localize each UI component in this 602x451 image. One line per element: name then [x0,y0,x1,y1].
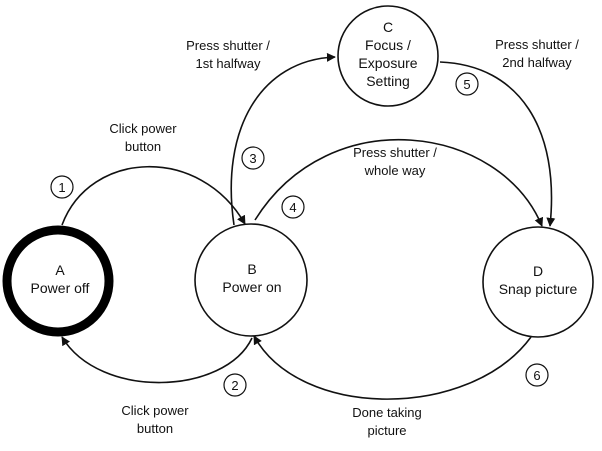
transition-2-label-line-1: Click power [121,403,189,418]
transition-5-label-line-2: 2nd halfway [502,55,572,70]
transition-3-label-line-1: Press shutter / [186,38,270,53]
state-d-circle [482,226,594,338]
step-badge-1-number: 1 [58,180,65,195]
state-c-line-1: Focus / [365,37,411,53]
step-badge-1-circle [50,175,74,199]
state-b-name: Power on [222,279,281,295]
step-badge-6: 6 [525,363,549,387]
step-badge-1: 1 [50,175,74,199]
step-badge-4-number: 4 [289,200,296,215]
state-a-circle [2,225,114,337]
transition-1-arc [61,166,246,226]
transition-5-arc [439,61,556,227]
transition-1-label-line-2: button [125,139,161,154]
step-badge-3-circle [241,146,265,170]
transition-6-arc [253,335,532,400]
step-badge-3-number: 3 [249,151,256,166]
step-badge-4: 4 [281,195,305,219]
transition-3-arc [230,52,336,226]
state-c-line-3: Setting [366,73,410,89]
state-b-letter: B [247,261,256,277]
step-badge-6-number: 6 [533,368,540,383]
step-badge-5-circle [455,72,479,96]
transition-3-label-line-2: 1st halfway [195,56,261,71]
step-badge-2-circle [223,373,247,397]
transition-4-arc [254,138,544,227]
transition-4-label-line-2: whole way [364,163,426,178]
state-a-name: Power off [31,280,90,296]
state-c-letter: C [383,19,393,35]
state-c-circle [337,5,439,107]
state-a-letter: A [55,262,65,278]
transition-2-label-line-2: button [137,421,173,436]
step-badge-5: 5 [455,72,479,96]
transition-5-label-line-1: Press shutter / [495,37,579,52]
state-d-name: Snap picture [499,281,578,297]
step-badge-3: 3 [241,146,265,170]
step-badge-2-number: 2 [231,378,238,393]
transition-2-arc [61,336,253,384]
step-badge-6-circle [525,363,549,387]
transition-1-label-line-1: Click power [109,121,177,136]
step-badge-2: 2 [223,373,247,397]
transition-6-label-line-1: Done taking [352,405,421,420]
state-b-circle [194,223,308,337]
step-badge-5-number: 5 [463,77,470,92]
step-badge-4-circle [281,195,305,219]
transition-6-label-line-2: picture [367,423,406,438]
transition-4-label-line-1: Press shutter / [353,145,437,160]
state-d-letter: D [533,263,543,279]
state-c-line-2: Exposure [358,55,417,71]
